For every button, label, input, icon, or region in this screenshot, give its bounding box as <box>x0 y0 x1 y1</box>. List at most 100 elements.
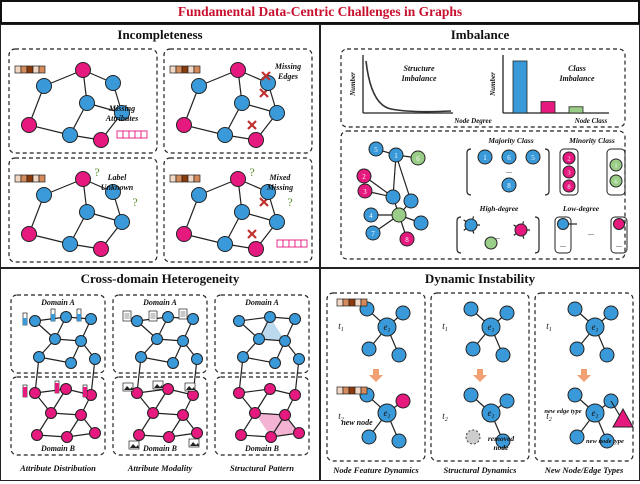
new-node-label: new node <box>341 418 373 427</box>
bracket <box>534 216 540 254</box>
domain-b-node <box>162 383 174 395</box>
graph-node <box>79 95 95 111</box>
node-number: 6 <box>614 179 618 186</box>
graph-node <box>260 184 276 200</box>
incompleteness-dashed-box <box>163 48 313 154</box>
ellipsis: ... <box>560 240 566 249</box>
graph-node <box>569 429 585 445</box>
domain-a-node <box>167 357 179 369</box>
graph-node <box>391 433 407 449</box>
node-number: 8 <box>507 182 511 190</box>
node-number: 6 <box>416 155 420 163</box>
attribute-cell <box>193 65 201 74</box>
time-arrow-icon <box>473 369 487 382</box>
domain-a-node <box>60 311 72 323</box>
graph-node <box>410 150 426 166</box>
domain-b-node <box>293 427 305 439</box>
node-number: 3 <box>567 170 570 177</box>
attribute-cell <box>360 298 368 307</box>
graph-node <box>75 62 91 78</box>
label-unknown-label: Unknown <box>101 183 134 192</box>
dynamic-caption: New Node/Edge Types <box>544 465 624 475</box>
time-arrow-icon <box>369 369 383 382</box>
graph-node <box>603 305 619 321</box>
t1-label: t1 <box>546 321 552 333</box>
image-icon <box>188 438 200 448</box>
domain-a-node <box>233 315 245 327</box>
attribute-cell <box>360 386 368 395</box>
structure-ylabel: Number <box>349 72 357 97</box>
graph-node <box>234 95 250 111</box>
domain-a-node <box>279 335 291 347</box>
domain-a-node <box>253 333 265 345</box>
attribute-cell <box>14 65 22 74</box>
missing-attributes-label: Missing <box>108 104 135 113</box>
empty-attribute-vector-icon <box>116 130 148 139</box>
class-imbalance-label: Imbalance <box>558 74 595 83</box>
attribute-cell <box>26 174 34 183</box>
document-icon <box>178 308 188 320</box>
empty-attribute-cell <box>122 130 130 139</box>
bar-fill <box>23 387 27 397</box>
minority-node <box>562 179 576 193</box>
graph-node <box>176 117 192 133</box>
image-icon <box>122 382 134 392</box>
domain-a-node <box>191 353 203 365</box>
graph-node <box>21 226 37 242</box>
missing-attributes-label: Attributes <box>105 114 138 123</box>
empty-attribute-cell <box>276 239 284 248</box>
domain-b-node <box>45 407 57 419</box>
high-degree-node <box>514 223 528 237</box>
arrow-shaft <box>581 369 587 375</box>
low-degree-node <box>613 218 625 230</box>
graph-node <box>217 236 233 252</box>
attribute-vector-icon <box>169 174 201 183</box>
class-bar <box>512 60 528 114</box>
domain-b-label: Domain B <box>142 444 178 453</box>
minority-node <box>609 174 623 188</box>
graph-node <box>176 226 192 242</box>
domain-a-node <box>131 315 143 327</box>
arrow-shaft <box>373 369 379 375</box>
attribute-cell <box>342 386 350 395</box>
graph-node <box>230 62 246 78</box>
graph-node <box>599 433 615 449</box>
graph-node <box>463 387 479 403</box>
new-edge-type-label: new edge type <box>544 408 581 415</box>
document-icon <box>148 310 158 322</box>
domain-a-node <box>89 353 101 365</box>
graph-node <box>363 207 379 223</box>
graph-node <box>105 184 121 200</box>
e1-label: e1 <box>592 408 599 420</box>
low-degree-group: ......... <box>554 216 628 254</box>
graph-node <box>585 317 605 337</box>
attribute-cell <box>20 65 28 74</box>
domain-b-node <box>264 383 276 395</box>
time-arrow-icon <box>577 369 591 382</box>
graph-node <box>585 403 605 423</box>
missing-edges-label: Edges <box>277 72 298 81</box>
node-number: 5 <box>374 146 378 154</box>
domain-a-node <box>151 333 163 345</box>
t2-label: t2 <box>338 411 344 423</box>
dynamic-dashed-box <box>534 292 634 462</box>
attribute-cell <box>175 65 183 74</box>
graph-node <box>567 301 583 317</box>
image-mountain <box>186 386 195 390</box>
mixed-missing-label: Missing <box>266 183 293 192</box>
empty-attribute-vector-icon <box>276 239 308 248</box>
graph-node <box>36 187 52 203</box>
e1-label-subscript: 1 <box>596 414 599 420</box>
domain-b-node <box>235 429 247 441</box>
graph-node <box>217 127 233 143</box>
graph-node <box>499 305 515 321</box>
domain-a-node <box>237 351 249 363</box>
dynamic-caption: Node Feature Dynamics <box>332 465 419 475</box>
degree-distribution-curve <box>365 60 452 113</box>
graph-node <box>377 403 397 423</box>
low-degree-bracket <box>554 216 572 254</box>
domain-b-node <box>177 409 189 421</box>
